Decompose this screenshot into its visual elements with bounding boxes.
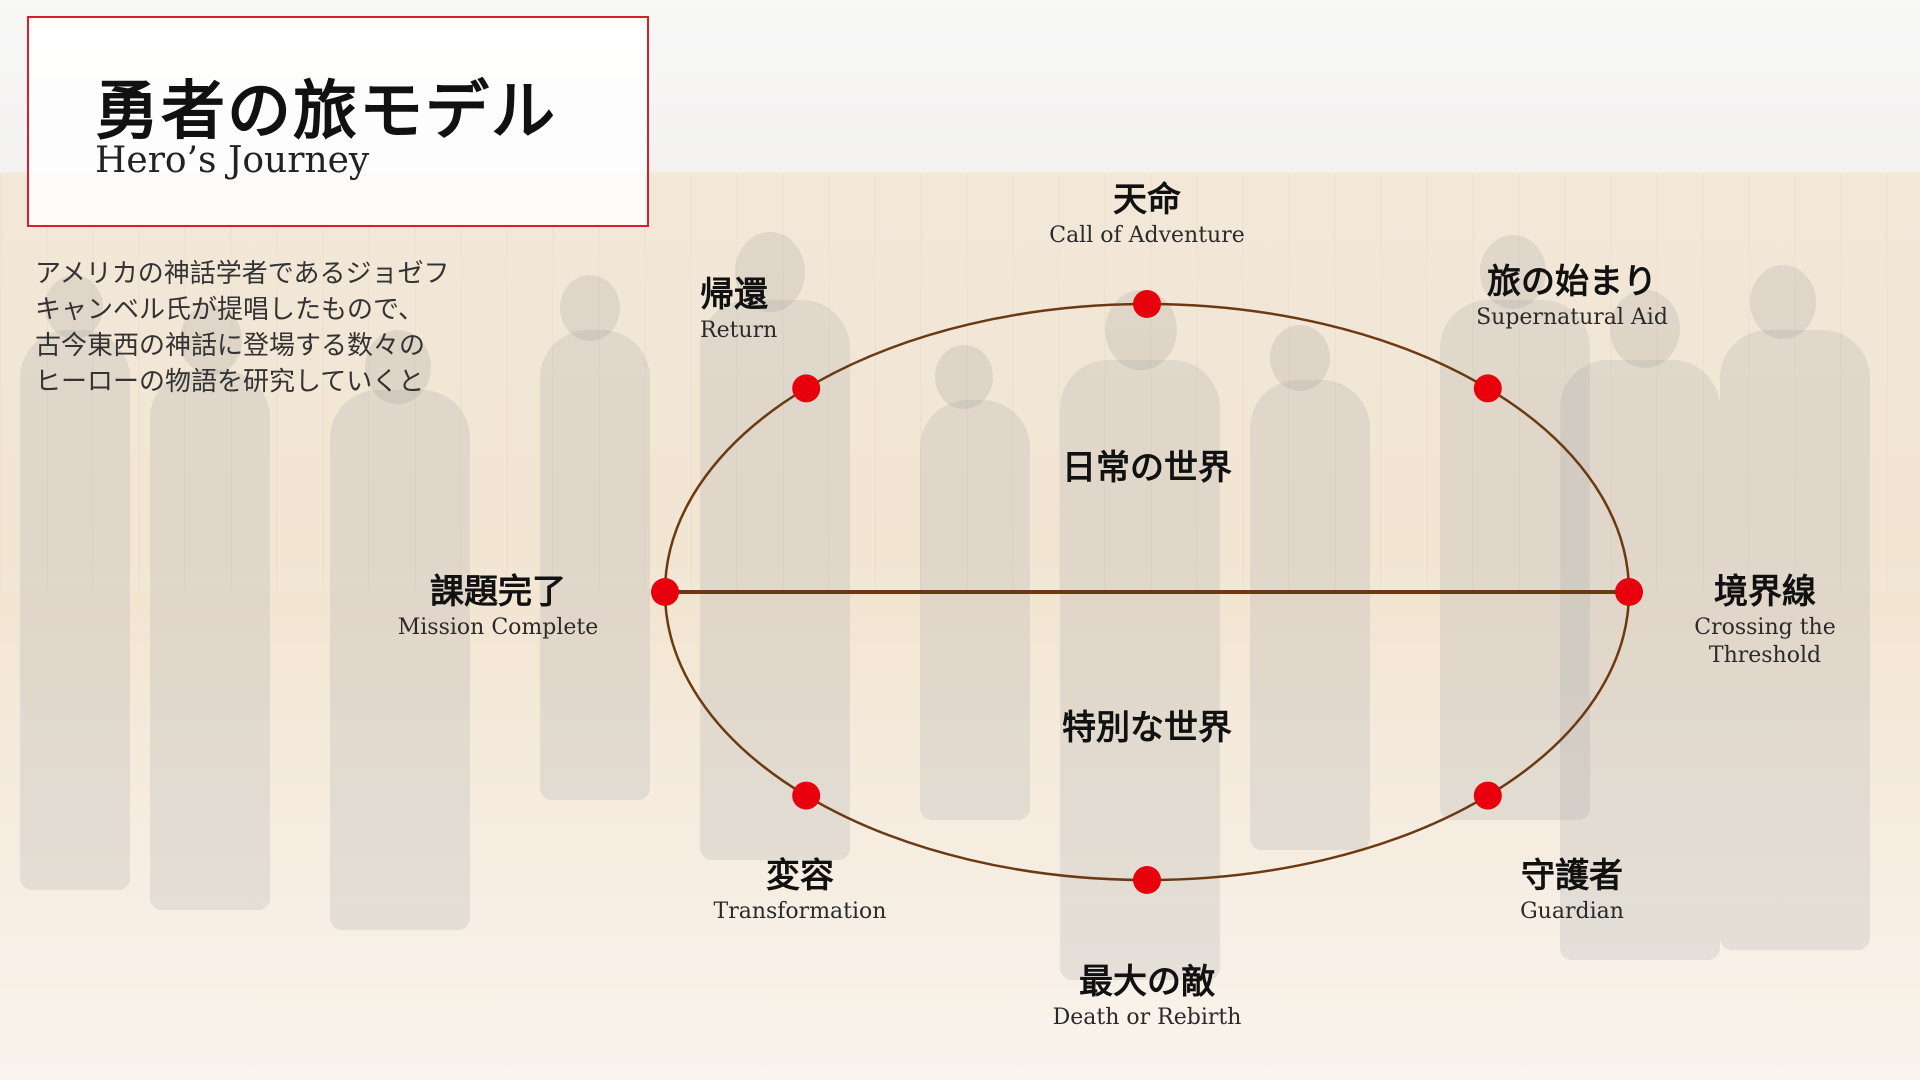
gym-floor [0,590,1920,1080]
special-world-label: 特別な世界 [1062,708,1232,748]
stage-label-en: Transformation [713,899,887,924]
ordinary-world-label: 日常の世界 [1062,448,1232,488]
stage-label-ja: 守護者 [1521,856,1623,896]
intro-line: ヒーローの物語を研究していくと [35,367,425,397]
stage-label-ja: 境界線 [1714,572,1816,612]
stage-label-ja: 天命 [1113,180,1181,220]
stage-label-ja: 課題完了 [430,572,566,612]
wood-wall-panels [0,172,1920,592]
stage-node [792,374,821,403]
stage-label-en: Call of Adventure [1049,223,1245,248]
stage-node [1473,781,1502,810]
intro-line: アメリカの神話学者であるジョゼフ [35,259,450,289]
stage-guardian: 守護者 Guardian [1520,856,1624,926]
stage-label-en: Guardian [1520,899,1624,924]
stage-crossing-threshold: 境界線 Crossing the Threshold [1694,572,1836,670]
stage-node [792,781,821,810]
intro-line: 古今東西の神話に登場する数々の [35,331,426,361]
stage-transformation: 変容 Transformation [714,856,887,926]
stage-node [1133,290,1161,318]
stage-return: 帰還 Return [700,275,777,345]
page-title: 勇者の旅モデル [95,75,557,149]
intro-line: キャンベル氏が提唱したもので、 [35,295,424,325]
stage-label-ja: 変容 [765,856,834,896]
stage-mission-complete: 課題完了 Mission Complete [398,572,599,642]
stage-node [651,578,679,606]
stage-call-of-adventure: 天命 Call of Adventure [1049,180,1245,250]
title-box: 勇者の旅モデル Hero’s Journey [27,16,649,227]
stage-label-ja: 帰還 [700,275,768,315]
stage-node [1473,374,1502,403]
page-subtitle: Hero’s Journey [95,140,370,181]
stage-node [1615,578,1643,606]
stage-label-en: Mission Complete [397,615,599,640]
intro-text: アメリカの神話学者であるジョゼフ キャンベル氏が提唱したもので、 古今東西の神話… [35,256,535,400]
stage-label-en: Supernatural Aid [1476,305,1668,330]
stage-label-ja: 旅の始まり [1486,262,1657,302]
stage-label-en: Crossing the Threshold [1694,615,1836,668]
stage-node [1133,866,1161,894]
stage-supernatural-aid: 旅の始まり Supernatural Aid [1476,262,1668,332]
stage-label-en: Return [700,318,778,343]
stage-label-en: Death or Rebirth [1052,1005,1242,1030]
stage-label-ja: 最大の敵 [1078,962,1215,1002]
stage-death-or-rebirth: 最大の敵 Death or Rebirth [1053,962,1242,1032]
